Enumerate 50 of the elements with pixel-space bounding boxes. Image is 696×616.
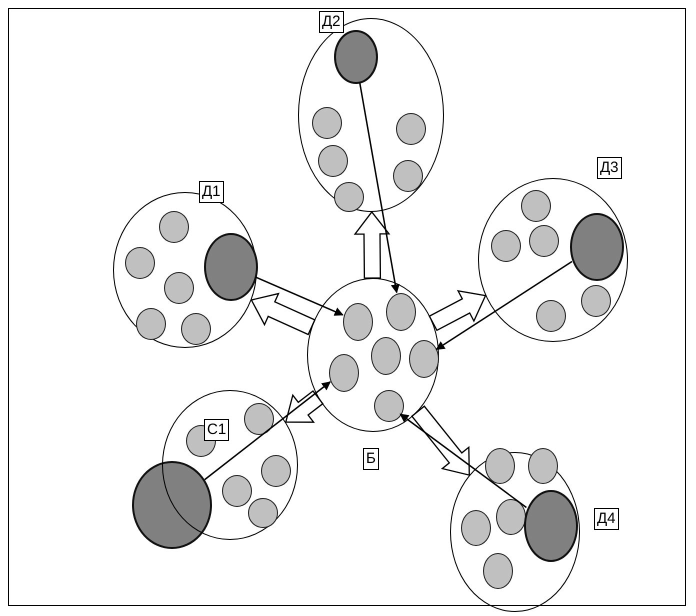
block-arrow bbox=[284, 390, 324, 423]
large-circle bbox=[570, 213, 624, 281]
small-circle bbox=[396, 113, 426, 145]
node-label: Д1 bbox=[199, 181, 224, 203]
node-label: Д4 bbox=[594, 508, 619, 530]
arrow bbox=[255, 276, 344, 316]
large-circle bbox=[204, 233, 258, 301]
block-arrow bbox=[250, 292, 316, 336]
arrow bbox=[436, 260, 572, 350]
small-circle bbox=[222, 475, 252, 507]
small-circle bbox=[159, 211, 189, 243]
arrow bbox=[204, 381, 331, 480]
node-label: Д2 bbox=[319, 11, 344, 33]
block-arrow bbox=[354, 210, 390, 279]
small-circle bbox=[528, 448, 558, 484]
small-circle bbox=[334, 182, 364, 212]
node-label: С1 bbox=[204, 419, 230, 441]
small-circle bbox=[483, 553, 513, 589]
block-arrow bbox=[428, 290, 486, 332]
small-circle bbox=[181, 313, 211, 345]
small-circle bbox=[164, 272, 194, 304]
small-circle bbox=[529, 225, 559, 257]
small-circle bbox=[485, 448, 515, 484]
small-circle bbox=[491, 230, 521, 262]
small-circle bbox=[374, 390, 404, 422]
small-circle bbox=[409, 340, 439, 378]
small-circle bbox=[343, 303, 373, 341]
small-circle bbox=[318, 145, 348, 177]
arrow bbox=[358, 82, 400, 294]
small-circle bbox=[261, 455, 291, 487]
small-circle bbox=[386, 293, 416, 331]
small-circle bbox=[244, 403, 274, 435]
small-circle bbox=[248, 498, 278, 528]
small-circle bbox=[521, 190, 551, 222]
small-circle bbox=[393, 160, 423, 192]
block-arrow bbox=[410, 405, 470, 476]
small-circle bbox=[136, 308, 166, 340]
node-label: Б bbox=[363, 448, 379, 470]
small-circle bbox=[581, 285, 611, 317]
node-label: Д3 bbox=[597, 157, 622, 179]
small-circle bbox=[461, 510, 491, 546]
arrow bbox=[400, 414, 527, 508]
small-circle bbox=[312, 107, 342, 139]
small-circle bbox=[329, 354, 359, 392]
small-circle bbox=[371, 337, 401, 375]
small-circle bbox=[496, 499, 526, 535]
small-circle bbox=[536, 300, 566, 332]
large-circle bbox=[524, 490, 578, 562]
large-circle bbox=[334, 30, 378, 84]
small-circle bbox=[125, 247, 155, 279]
